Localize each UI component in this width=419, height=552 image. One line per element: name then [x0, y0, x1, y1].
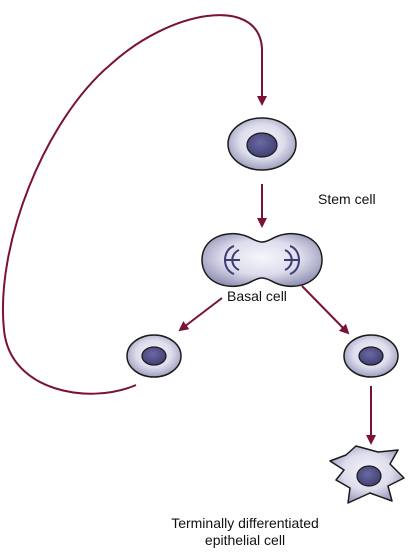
right-daughter-cell: [343, 334, 399, 378]
terminal-cell-label: Terminally differentiated epithelial cel…: [155, 515, 335, 549]
left-daughter-nucleus: [141, 346, 167, 366]
basal-cell-label: Basal cell: [227, 288, 287, 304]
dividing-cell: [201, 232, 323, 288]
terminal-cell-label-line1: Terminally differentiated: [171, 515, 319, 531]
terminal-cell-label-line2: epithelial cell: [204, 532, 286, 548]
left-daughter-cell: [126, 334, 182, 378]
basal-to-right-daughter-arrow: [301, 285, 350, 335]
basal-to-left-daughter-arrow: [178, 297, 223, 332]
spindle-fibers-right: [284, 245, 300, 275]
stem-cell: [227, 117, 297, 171]
right-daughter-nucleus: [358, 346, 384, 366]
terminal-cell-nucleus: [356, 465, 382, 487]
self-renewal-loop-arrow: [2, 14, 267, 395]
terminal-epithelial-cell: [329, 445, 405, 504]
spindle-fibers-left: [224, 245, 240, 275]
stem-cell-label: Stem cell: [318, 191, 376, 207]
stem-cell-nucleus: [246, 132, 278, 158]
